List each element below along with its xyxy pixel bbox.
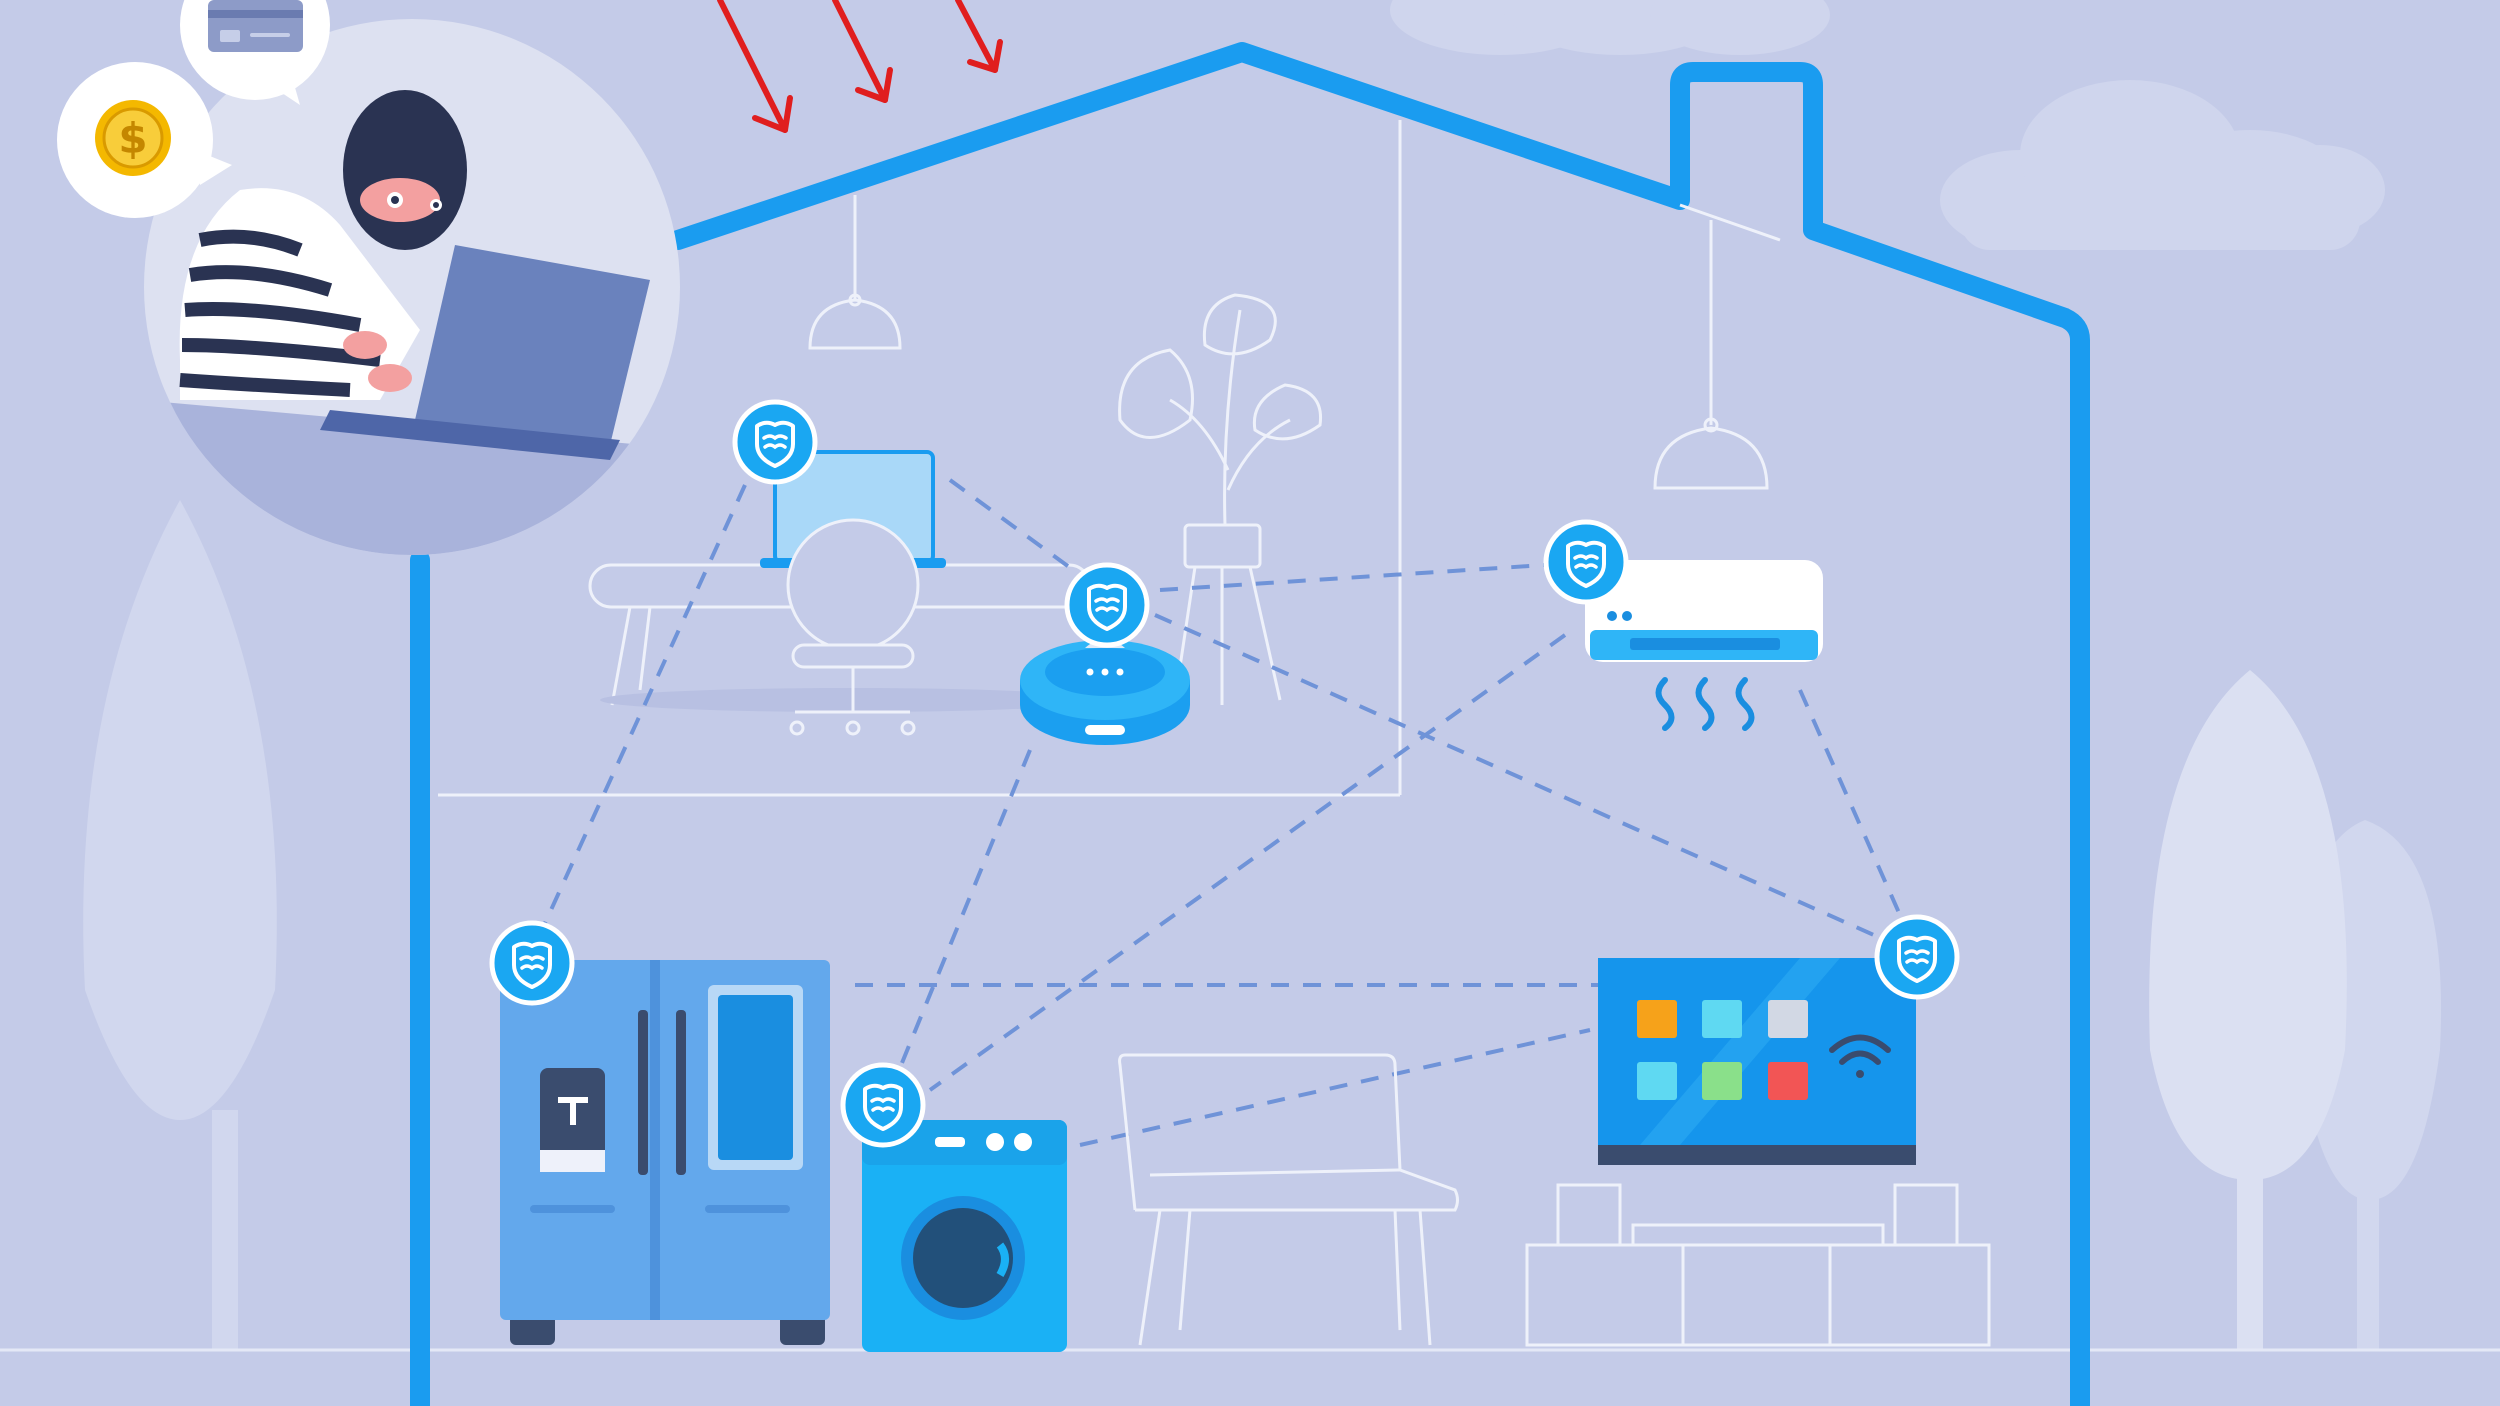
tree-left	[83, 500, 277, 1350]
cloud-right	[1940, 80, 2385, 250]
shield-icon	[1067, 565, 1147, 645]
office-chair	[786, 518, 920, 736]
refrigerator	[500, 960, 830, 1345]
network-links	[533, 478, 1902, 1147]
dollar-speech-bubble: $	[57, 62, 232, 218]
dollar-coin-icon: $	[95, 100, 171, 176]
air-conditioner	[1585, 560, 1823, 731]
tree-right	[2149, 670, 2379, 1350]
wifi-icon	[1829, 1034, 1891, 1078]
shield-icon	[492, 923, 572, 1003]
shield-icon	[735, 402, 815, 482]
dollar-symbol: $	[118, 114, 147, 163]
shield-icon	[843, 1065, 923, 1145]
shield-icon	[1877, 917, 1957, 997]
credit-card-icon	[208, 0, 303, 52]
credit-card-speech-bubble	[180, 0, 330, 105]
arrow-down-right-icon	[955, 0, 1003, 73]
tv-cabinet	[1525, 1183, 1991, 1347]
robot-vacuum	[1020, 639, 1190, 745]
cloud-top	[1390, 0, 1830, 55]
interior-lines	[438, 120, 1781, 797]
smart-tv	[1598, 958, 1916, 1165]
washing-machine	[862, 1120, 1067, 1352]
armchair	[1118, 1053, 1459, 1346]
attack-arrows	[717, 0, 1003, 133]
plant	[1118, 293, 1323, 705]
arrow-down-right-icon	[717, 0, 793, 133]
house-outline	[410, 42, 2090, 1406]
arrow-down-right-icon	[832, 0, 893, 103]
shield-icon	[1546, 522, 1626, 602]
